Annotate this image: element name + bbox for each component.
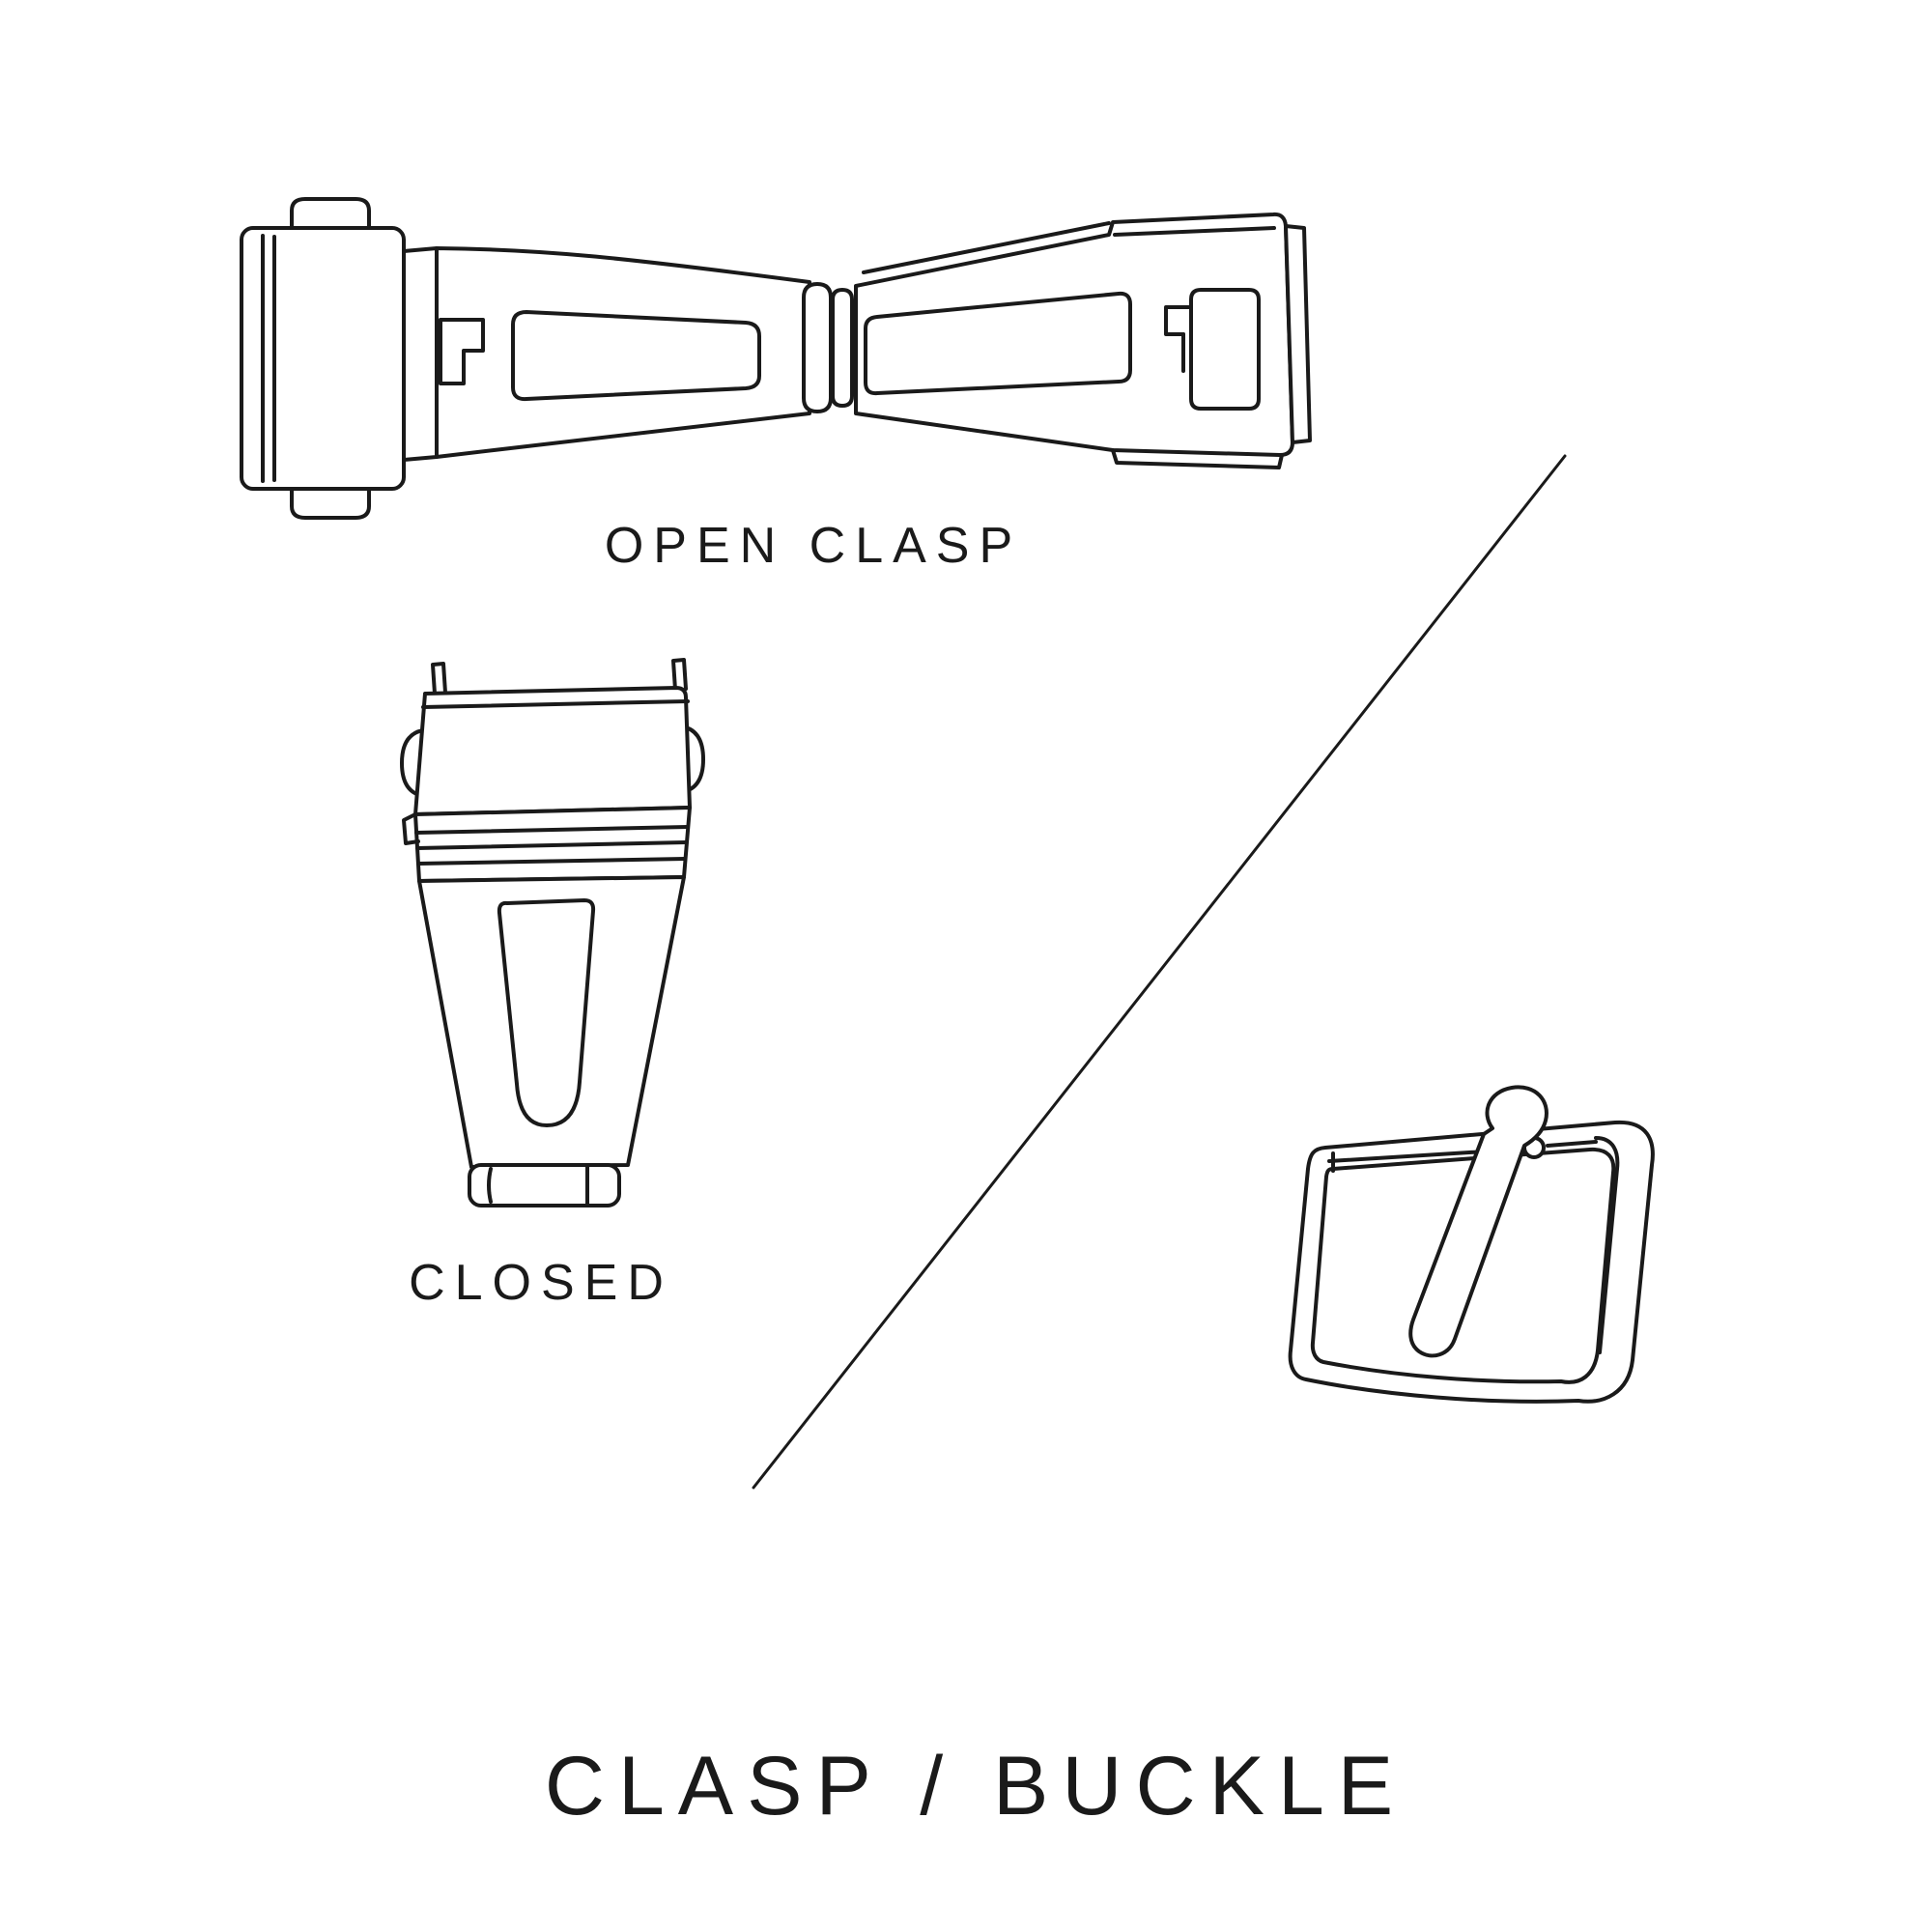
open-clasp-illustration xyxy=(240,197,1312,520)
closed-label: CLOSED xyxy=(409,1255,673,1311)
open-clasp-label: OPEN CLASP xyxy=(604,518,1023,574)
diagonal-divider-line xyxy=(752,454,1567,1490)
page-title: CLASP / BUCKLE xyxy=(544,1740,1407,1833)
closed-clasp-illustration xyxy=(400,658,705,1208)
buckle-illustration xyxy=(1288,1085,1655,1404)
